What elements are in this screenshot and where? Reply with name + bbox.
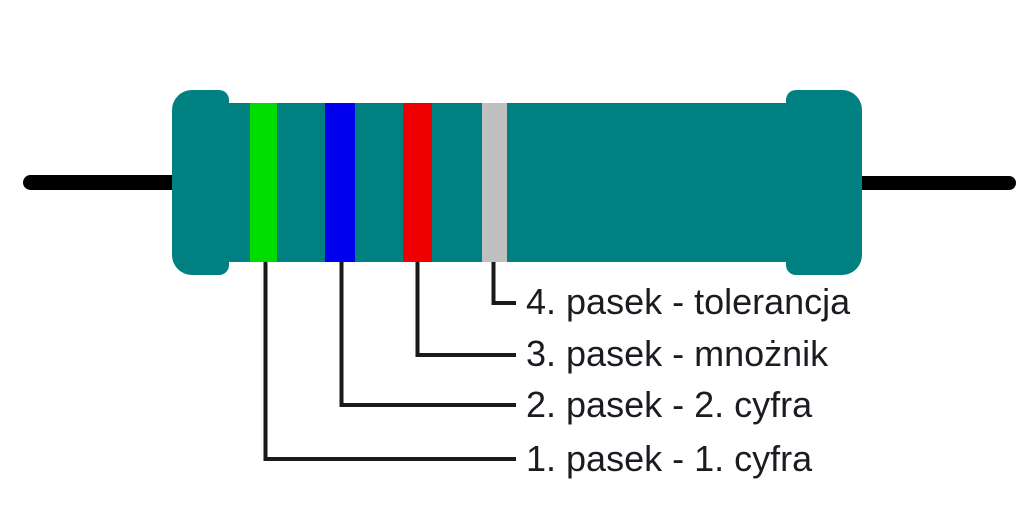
color-band-4-silver [482,103,507,262]
band-4-label: 4. pasek - tolerancja [526,281,851,322]
leader-line-band-4 [491,262,516,305]
band-3-label: 3. pasek - mnożnik [526,333,829,374]
color-band-3-red [403,103,432,262]
leader-line-band-3 [415,262,516,357]
color-band-1-green [250,103,277,262]
band-1-label: 1. pasek - 1. cyfra [526,438,813,479]
resistor-lead-right [857,176,1016,190]
color-band-2-blue [325,103,355,262]
resistor-lead-left [23,175,180,190]
resistor-body [199,103,858,262]
leader-line-band-2 [339,262,516,407]
band-2-label: 2. pasek - 2. cyfra [526,384,813,425]
leader-line-band-1 [263,262,516,461]
